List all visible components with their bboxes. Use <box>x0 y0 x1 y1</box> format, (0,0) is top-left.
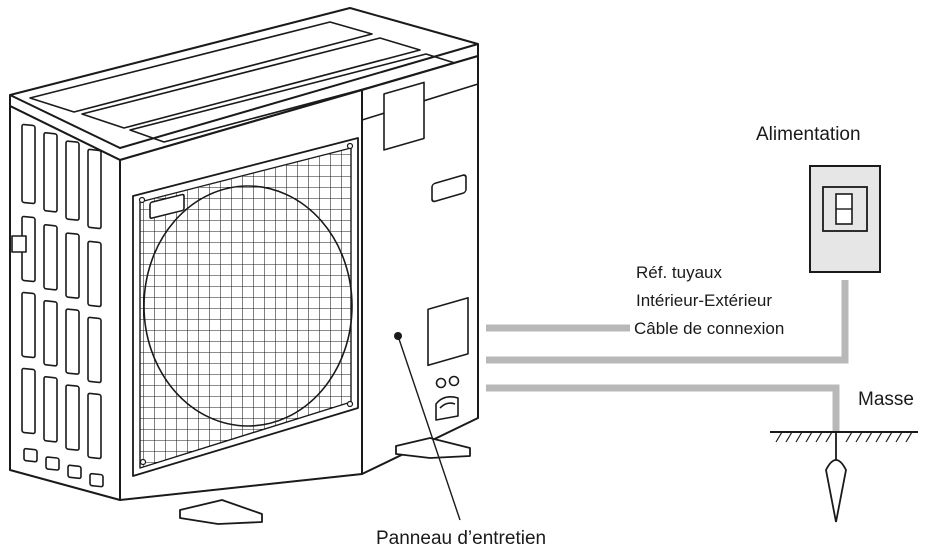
ground-stake <box>825 459 847 523</box>
front-label-plate <box>149 193 185 219</box>
side-vents <box>21 123 104 488</box>
lower-window <box>427 296 469 367</box>
power-cable <box>486 280 849 364</box>
service-panel-label: Panneau d’entretien <box>376 528 546 549</box>
power-supply-label: Alimentation <box>756 124 861 145</box>
cables <box>486 280 849 432</box>
ref-pipes-label: Réf. tuyaux <box>636 263 722 282</box>
unit-right-section <box>361 55 479 475</box>
power-supply-box <box>809 165 881 273</box>
service-handle <box>431 174 467 203</box>
front-foot <box>179 499 263 525</box>
ground-cable <box>486 384 840 432</box>
connection-cable-label: Câble de connexion <box>634 319 784 338</box>
ground-symbol <box>770 431 918 523</box>
rear-foot <box>395 437 471 459</box>
ground-hatching <box>775 431 913 443</box>
side-handle <box>11 235 27 253</box>
unit-left-side <box>9 105 121 501</box>
grille-screws <box>138 142 354 466</box>
service-panel-leader <box>397 335 461 521</box>
upper-window <box>383 81 425 151</box>
outdoor-unit <box>9 7 479 525</box>
valve-ports <box>435 375 460 421</box>
fan-ring <box>143 185 353 427</box>
ground-label: Masse <box>858 389 914 410</box>
indoor-outdoor-label: Intérieur-Extérieur <box>636 291 772 310</box>
